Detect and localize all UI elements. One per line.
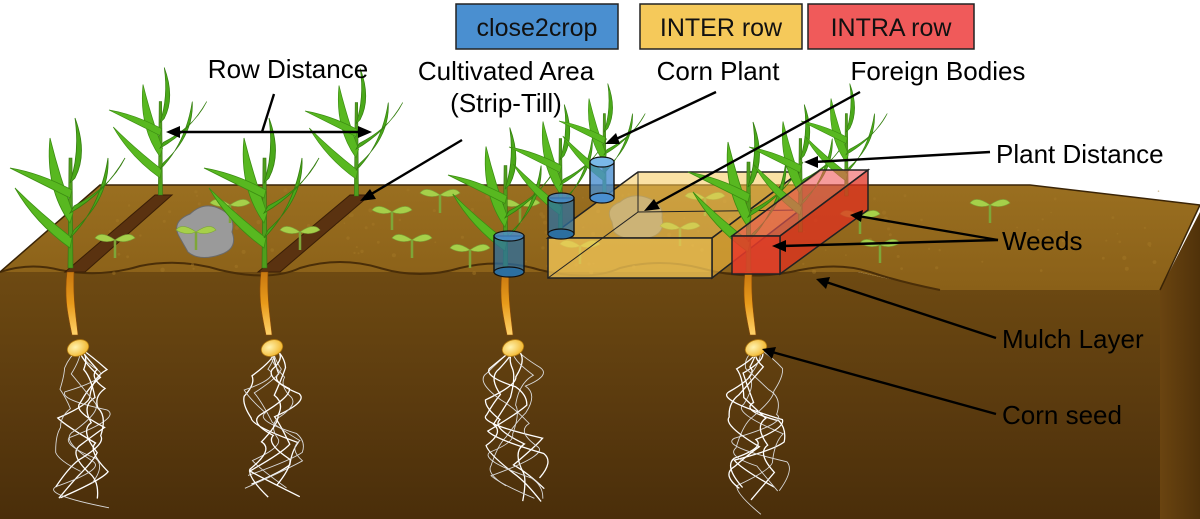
- foreign-bodies-arrow: [651, 90, 861, 208]
- weed-icon: [969, 199, 1011, 223]
- label-plant-distance: Plant Distance: [996, 139, 1164, 169]
- root-icon: [243, 347, 304, 498]
- corn-plant-icon: [108, 67, 208, 196]
- legend-close2crop-label: close2crop: [477, 14, 598, 42]
- corn-plant-icon: [203, 117, 320, 269]
- legend-inter-row-label: INTER row: [660, 14, 783, 42]
- weed-icon: [371, 206, 413, 230]
- label-strip-till: (Strip-Till): [450, 88, 562, 118]
- legend: close2crop INTER row INTRA row: [455, 3, 975, 50]
- root-systems: [53, 347, 790, 515]
- close2crop-cylinder: [547, 192, 575, 240]
- root-icon: [726, 347, 790, 515]
- underground-stems: [65, 271, 768, 357]
- weed-icon: [449, 244, 491, 268]
- corn-seed-icon: [500, 271, 525, 357]
- soil-front-face: [0, 272, 1160, 519]
- close2crop-cylinder: [589, 156, 615, 204]
- label-cultivated-area: Cultivated Area: [418, 56, 595, 86]
- cultivated-area-arrow: [367, 138, 463, 198]
- weeds-arrow-1: [857, 214, 999, 242]
- labels: Row Distance Cultivated Area (Strip-Till…: [208, 54, 1164, 430]
- label-mulch-layer: Mulch Layer: [1002, 324, 1144, 354]
- weed-icon: [391, 234, 433, 258]
- root-icon: [53, 347, 111, 509]
- corn-seed-icon: [259, 271, 284, 357]
- close2crop-zones: [493, 156, 615, 278]
- label-corn-seed: Corn seed: [1002, 400, 1122, 430]
- legend-close2crop: close2crop: [455, 3, 619, 50]
- weed-icon: [175, 226, 217, 250]
- soil-side-face: [1160, 212, 1200, 519]
- corn-seed-arrow: [771, 350, 997, 416]
- corn-plant-icon: [304, 68, 404, 197]
- weed-icon: [94, 234, 136, 258]
- root-icon: [482, 347, 549, 502]
- plant-distance-arrow: [813, 150, 991, 164]
- mulch-layer-edge: [0, 261, 941, 291]
- soil-block: [0, 184, 1200, 519]
- weeds-arrow-2: [781, 238, 999, 248]
- strip-row-1: [63, 194, 174, 273]
- intra-row-zone: [729, 168, 871, 276]
- arrows: [166, 90, 999, 416]
- label-foreign-bodies: Foreign Bodies: [851, 56, 1026, 86]
- label-row-distance: Row Distance: [208, 54, 368, 84]
- corn-plant-icon: [687, 121, 804, 273]
- label-weeds: Weeds: [1002, 226, 1082, 256]
- legend-intra-row-label: INTRA row: [831, 14, 953, 42]
- label-corn-plant: Corn Plant: [657, 56, 781, 86]
- corn-seed-icon: [65, 271, 90, 357]
- weed-icon: [279, 226, 321, 250]
- legend-intra-row: INTRA row: [807, 3, 975, 50]
- weed-icon: [419, 189, 461, 213]
- mulch-layer-arrow: [825, 280, 997, 340]
- legend-inter-row: INTER row: [639, 3, 803, 50]
- corn-plant-arrow: [613, 90, 717, 142]
- strip-till-rows: [63, 194, 372, 273]
- corn-seed-icon: [743, 271, 768, 357]
- corn-plant-icon: [9, 117, 126, 269]
- close2crop-cylinder: [493, 230, 525, 278]
